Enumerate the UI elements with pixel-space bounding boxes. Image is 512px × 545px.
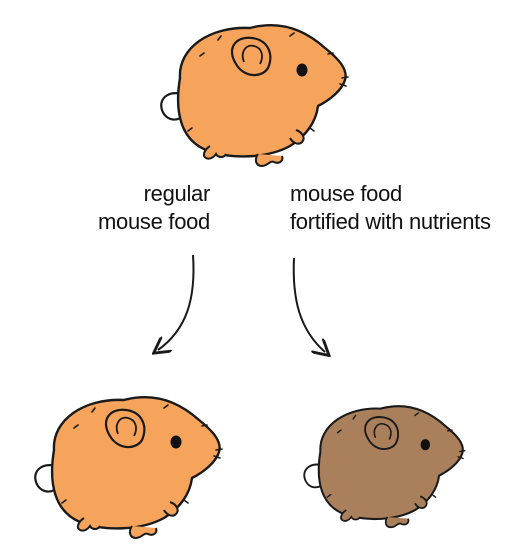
child-mouse-fortified-icon	[304, 406, 465, 527]
regular-food-label: regular mouse food	[78, 180, 210, 236]
left-arrow-icon	[158, 255, 194, 350]
fortified-food-label: mouse food fortified with nutrients	[290, 180, 491, 236]
right-arrow-icon	[294, 258, 325, 352]
fortified-food-label-line-2: fortified with nutrients	[290, 208, 491, 236]
regular-food-label-line-2: mouse food	[78, 208, 210, 236]
regular-food-label-line-1: regular	[78, 180, 210, 208]
child-mouse-regular-icon	[35, 397, 222, 538]
fortified-food-label-line-1: mouse food	[290, 180, 491, 208]
parent-mouse-icon	[161, 25, 348, 166]
